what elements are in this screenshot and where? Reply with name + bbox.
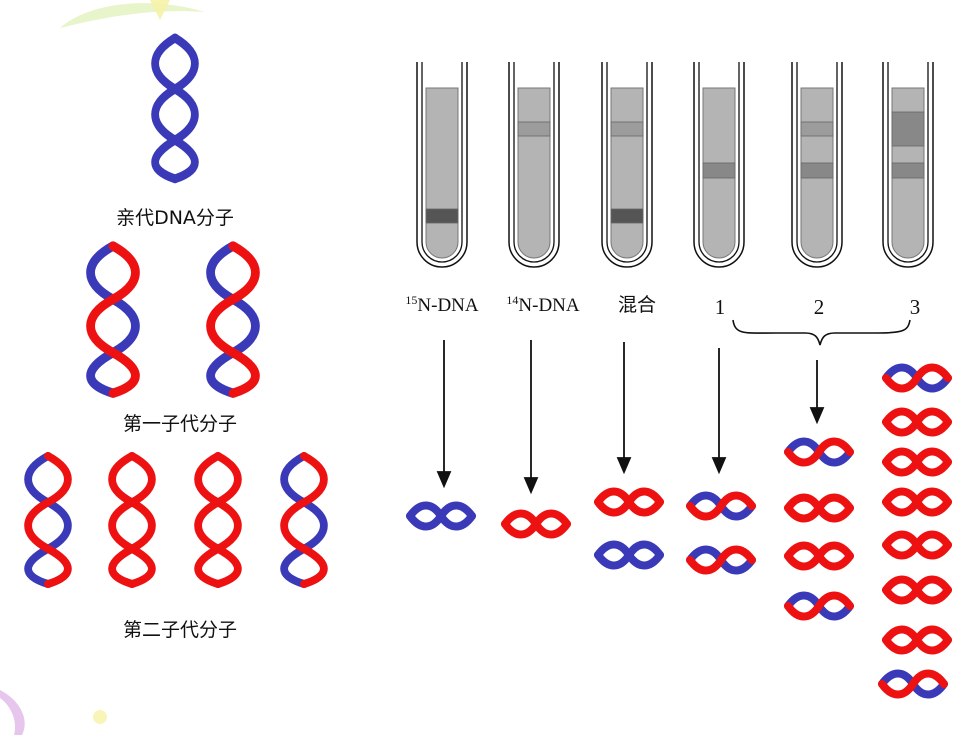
arrow-14n [523,340,539,495]
tube-2-band-light [517,121,551,137]
short-helix-2-strand-a [501,509,571,539]
short-helix-15-strand-a [882,530,952,560]
short-helix-10-strand-a [784,591,854,621]
short-helix-12-strand-a [882,407,952,437]
decoration-bottom-left [0,690,107,735]
short-helix-8 [784,493,854,523]
short-helix-17 [882,625,952,655]
short-helix-15 [882,530,952,560]
tube-3-band-light [610,121,644,137]
tube-4-outline [693,62,745,268]
tube-3-liquid [610,87,644,259]
tube-label-14n-sup: 14 [506,293,518,307]
gen1-label: 第一子代分子 [123,413,237,435]
tube-label-15n-text: N-DNA [417,295,478,316]
tube-5-band-light [800,121,834,137]
tube-1 [416,62,468,268]
decoration-top-left [60,0,205,28]
tube-4 [693,62,745,268]
arrows [436,340,825,495]
short-helix-11-strand-a [882,363,952,393]
short-helix-17-strand-a [882,625,952,655]
tube-label-15n-sup: 15 [405,293,417,307]
tube-2 [508,62,560,268]
short-helix-18 [878,669,948,699]
arrow-1 [711,348,727,475]
arrow-15n [436,340,452,489]
tube-1-outline [416,62,468,268]
short-helix-16 [882,575,952,605]
gen1-helix-1 [91,246,136,393]
arrow-mix [616,342,632,475]
tube-label-14n-text: N-DNA [518,295,579,316]
parent-dna-helix [155,38,195,179]
short-helix-4 [594,540,664,570]
gen2-helix-3 [198,456,238,584]
tube-3-band-heavy [610,208,644,224]
gen2-helix-1 [28,456,68,584]
short-helix-7 [784,437,854,467]
centrifuge-tubes [416,62,934,268]
gen2-helix-4 [284,456,324,584]
tube-1-liquid [425,87,459,259]
arrow-2 [809,360,825,425]
short-helix-12 [882,407,952,437]
tube-5-band-hybrid [800,162,834,179]
tube-5-outline [791,62,843,268]
tube-6-inner-wall [887,62,929,263]
short-helix-16-strand-a [882,575,952,605]
tube-4-inner-wall [698,62,740,263]
short-helix-4-strand-a [594,540,664,570]
tube-5-inner-wall [796,62,838,263]
short-helix-7-strand-a [784,437,854,467]
short-helix-14 [882,487,952,517]
tube-6 [882,62,934,268]
short-helix-18-strand-a [878,669,948,699]
short-helix-2 [501,509,571,539]
gen2-helix-2 [112,456,152,584]
short-helix-6 [686,545,756,575]
tube-label-3: 3 [910,295,921,319]
tube-3 [601,62,653,268]
short-helix-13 [882,447,952,477]
brace [732,319,911,346]
tube-2-inner-wall [513,62,555,263]
short-helix-1-strand-a [406,501,476,531]
tube-3-outline [601,62,653,268]
tube-2-outline [508,62,560,268]
tube-1-band-heavy [425,208,459,224]
tube-4-band-hybrid [702,162,736,179]
tube-2-liquid [517,87,551,259]
tube-label-1: 1 [715,295,726,319]
tube-label-mix: 混合 [618,294,656,316]
tube-6-band-light-wide [891,111,925,147]
short-helix-14-strand-a [882,487,952,517]
tube-6-outline [882,62,934,268]
short-helix-3 [594,487,664,517]
tube-3-inner-wall [606,62,648,263]
short-helix-5-strand-a [686,491,756,521]
tube-6-band-hybrid [891,162,925,179]
short-helix-1 [406,501,476,531]
short-helices [406,363,952,699]
tube-5 [791,62,843,268]
tube-label-14n: 14N-DNA [506,293,579,316]
gen1-helix-2 [211,246,256,393]
short-helix-10 [784,591,854,621]
tube-label-15n: 15N-DNA [405,293,478,316]
short-helix-13-strand-a [882,447,952,477]
parent-label: 亲代DNA分子 [116,207,234,229]
short-helix-5 [686,491,756,521]
short-helix-9-strand-a [784,541,854,571]
short-helix-9 [784,541,854,571]
short-helix-6-strand-a [686,545,756,575]
short-helix-3-strand-a [594,487,664,517]
short-helix-8-strand-a [784,493,854,523]
tube-label-2: 2 [814,295,825,319]
gen2-label: 第二子代分子 [123,619,237,641]
tube-1-inner-wall [421,62,463,263]
short-helix-11 [882,363,952,393]
